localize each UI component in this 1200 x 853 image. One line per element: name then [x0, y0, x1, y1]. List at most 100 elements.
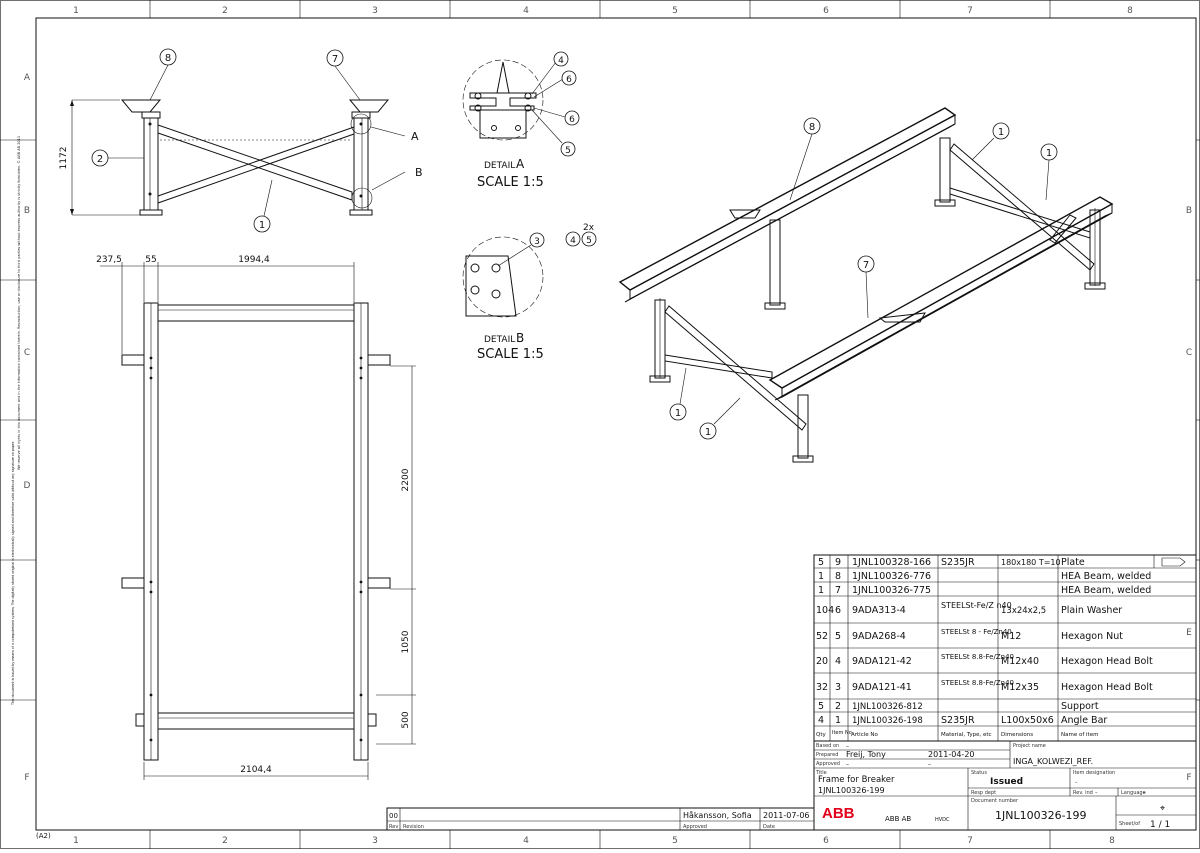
svg-text:STEELSt 8.8-Fe/Zn40: STEELSt 8.8-Fe/Zn40	[941, 653, 1014, 661]
svg-text:1: 1	[675, 408, 681, 419]
svg-text:DETAIL: DETAIL	[484, 161, 515, 171]
svg-text:Rev: Rev	[389, 824, 398, 830]
svg-text:Qty: Qty	[816, 732, 826, 738]
svg-text:2x: 2x	[583, 223, 595, 233]
balloon-number: 8	[165, 53, 171, 64]
balloon-6-detail-a-bottom: 6	[533, 107, 580, 126]
svg-text:Support: Support	[1061, 701, 1099, 712]
zone-col-label: 7	[967, 6, 973, 16]
zone-col-label: 2	[222, 6, 228, 16]
svg-text:6: 6	[569, 115, 575, 125]
iso-balloon-1-bottom-a: 1	[669, 367, 687, 421]
svg-text:B: B	[415, 166, 423, 179]
zone-row-label: F	[24, 773, 29, 783]
svg-text:Status: Status	[971, 770, 987, 776]
svg-text:5: 5	[586, 236, 592, 246]
svg-text:5: 5	[818, 557, 824, 568]
svg-text:1: 1	[818, 571, 824, 582]
zone-col-label: 5	[672, 836, 678, 846]
svg-text:1: 1	[998, 127, 1004, 138]
svg-text:Hexagon Head Bolt: Hexagon Head Bolt	[1061, 682, 1153, 693]
revision-block: 00 Håkansson, Sofia 2011-07-06 Rev Revis…	[386, 807, 815, 831]
sheet-number: 1 / 1	[1150, 820, 1170, 830]
svg-text:SCALE 1:5: SCALE 1:5	[477, 175, 544, 190]
bom-row: 104 6 9ADA313-4 STEELSt-Fe/Z n40 13x24x2…	[816, 601, 1122, 616]
drawing-title: Frame for Breaker	[818, 775, 895, 785]
zone-col-label: 4	[523, 836, 529, 846]
bom-row: 32 3 9ADA121-41 STEELSt 8.8-Fe/Zn40 M12x…	[816, 679, 1153, 693]
side-height-dimension: 1172	[59, 99, 140, 216]
svg-text:8: 8	[809, 122, 815, 133]
svg-text:M12x40: M12x40	[1001, 656, 1039, 667]
dim-1050: 1050	[401, 630, 411, 653]
svg-text:1JNL100326-775: 1JNL100326-775	[852, 585, 931, 596]
zone-row-label: B	[1186, 206, 1192, 216]
detail-a-view	[462, 59, 544, 141]
svg-text:Title: Title	[815, 770, 827, 776]
zone-row-label: E	[1186, 628, 1192, 638]
svg-text:5: 5	[565, 146, 571, 156]
zone-col-label: 6	[823, 836, 829, 846]
svg-text:8: 8	[835, 571, 841, 582]
zone-row-label: C	[1186, 348, 1192, 358]
svg-text:Angle Bar: Angle Bar	[1061, 715, 1107, 726]
svg-text:52: 52	[816, 631, 828, 642]
bom-row: 1 7 1JNL100326-775 HEA Beam, welded	[818, 585, 1151, 596]
revision-date: 2011-07-06	[763, 811, 810, 820]
balloon-6-detail-a-top: 6	[533, 70, 577, 98]
svg-text:Resp dept: Resp dept	[971, 790, 996, 796]
projection-symbol	[1161, 557, 1186, 567]
svg-text:5: 5	[835, 631, 841, 642]
division-name: HVDC	[935, 817, 950, 823]
svg-text:–: –	[846, 761, 849, 768]
bom-row: 1 8 1JNL100326-776 HEA Beam, welded	[818, 571, 1151, 582]
svg-text:Approved: Approved	[683, 824, 707, 830]
svg-text:DETAIL: DETAIL	[484, 335, 515, 345]
svg-text:2: 2	[835, 701, 841, 712]
title-block: Based on – Prepared Freij, Tony 2011-04-…	[813, 740, 1197, 831]
balloon-8-side: 8	[149, 48, 177, 101]
side-elevation-view	[120, 99, 390, 216]
copyright-note: We reserve all rights in this document a…	[17, 136, 21, 470]
balloon-number: 1	[259, 220, 265, 231]
svg-text:Plate: Plate	[1061, 557, 1085, 568]
balloon-5-detail-a: 5	[531, 109, 576, 157]
svg-text:Document number: Document number	[971, 798, 1019, 804]
svg-text:STEELSt-Fe/Z n40: STEELSt-Fe/Z n40	[941, 601, 1012, 610]
svg-text:SCALE 1:5: SCALE 1:5	[477, 347, 544, 362]
balloon-1-side: 1	[253, 179, 273, 233]
svg-text:1: 1	[1046, 148, 1052, 159]
svg-text:STEELSt 8.8-Fe/Zn40: STEELSt 8.8-Fe/Zn40	[941, 679, 1014, 687]
svg-text:20: 20	[816, 656, 828, 667]
svg-text:Sheet/of: Sheet/of	[1119, 821, 1140, 827]
balloon-7-side: 7	[326, 49, 361, 101]
iso-balloon-7: 7	[857, 255, 875, 319]
svg-text:Approved: Approved	[816, 761, 840, 767]
svg-text:6: 6	[835, 605, 841, 616]
bom-row: 20 4 9ADA121-42 STEELSt 8.8-Fe/Zn40 M12x…	[816, 653, 1153, 667]
svg-text:L100x50x6: L100x50x6	[1001, 715, 1054, 726]
svg-text:3: 3	[835, 682, 841, 693]
bom-row: 52 5 9ADA268-4 STEELSt 8 - Fe/Zn40 M12 H…	[816, 628, 1123, 642]
svg-text:B: B	[516, 331, 524, 345]
svg-text:Date: Date	[763, 824, 775, 830]
svg-text:9: 9	[835, 557, 841, 568]
revised-by: Håkansson, Sofia	[683, 810, 752, 820]
zone-row-label: C	[24, 348, 30, 358]
svg-text:Item No: Item No	[832, 730, 852, 736]
detail-label-b: B	[371, 166, 423, 191]
sheet-format: (A2)	[36, 832, 51, 840]
svg-text:Item designation: Item designation	[1073, 770, 1115, 776]
zone-row-label: B	[24, 206, 30, 216]
zone-labels: 1 2 3 4 5 6 7 8 1 2 3 4 5 6 7 8 A B C D …	[24, 6, 1193, 846]
detail-a-caption: DETAIL A SCALE 1:5	[477, 157, 544, 190]
zone-col-label: 4	[523, 6, 529, 16]
zone-col-label: 3	[372, 836, 378, 846]
balloon-number: 7	[332, 54, 338, 65]
multiplier-callout: 2x 4 5	[565, 223, 597, 247]
svg-text:HEA Beam, welded: HEA Beam, welded	[1061, 571, 1151, 582]
svg-text:9ADA121-42: 9ADA121-42	[852, 656, 912, 667]
svg-text:4: 4	[558, 56, 564, 66]
svg-text:1JNL100326-198: 1JNL100326-198	[852, 716, 923, 726]
